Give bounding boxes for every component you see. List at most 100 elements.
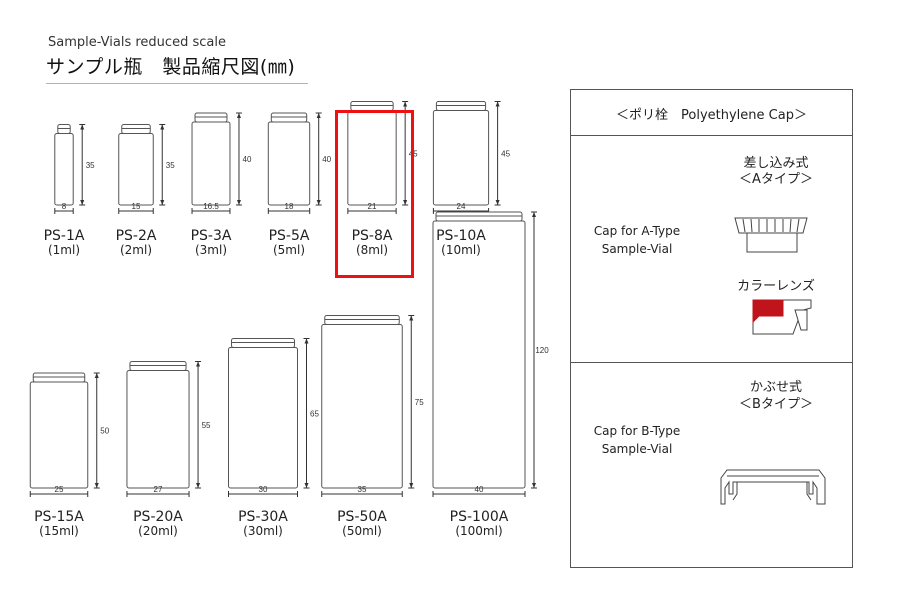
height-arrow-top-ps-1a	[80, 124, 85, 130]
vial-code: PS-100A	[449, 509, 509, 525]
vial-label-ps-10a: PS-10A(10ml)	[411, 229, 511, 257]
vial-capacity: (100ml)	[455, 524, 503, 538]
vial-capacity: (15ml)	[39, 524, 79, 538]
height-arrow-top-ps-30a	[304, 338, 309, 344]
width-value-ps-5a: 18	[285, 202, 294, 211]
width-value-ps-15a: 25	[55, 485, 64, 494]
vial-code: PS-20A	[133, 509, 183, 525]
cap-panel-divider-top	[571, 135, 852, 136]
a-type-label-line1: Cap for A-Type	[593, 224, 681, 238]
vial-capacity: (3ml)	[194, 243, 228, 257]
diagram-title: サンプル瓶 製品縮尺図(㎜)	[46, 56, 296, 78]
height-arrow-bottom-ps-30a	[304, 483, 309, 488]
height-value-ps-2a: 35	[166, 161, 175, 170]
vial-body-ps-100a	[432, 220, 526, 489]
height-arrow-top-ps-100a	[532, 212, 536, 217]
vial-label-ps-100a: PS-100A(100ml)	[429, 510, 529, 538]
vial-body-ps-2a	[118, 133, 154, 206]
width-value-ps-3a: 16.5	[203, 202, 219, 211]
height-arrow-top-ps-20a	[196, 361, 201, 367]
height-arrow-top-ps-50a	[409, 315, 414, 321]
height-arrow-bottom-ps-10a	[495, 200, 500, 205]
b-type-cap-icon	[720, 469, 826, 505]
vial-code: PS-50A	[337, 509, 387, 525]
height-value-ps-5a: 40	[322, 155, 331, 164]
vial-code: PS-3A	[190, 228, 232, 244]
height-value-ps-1a: 35	[86, 161, 95, 170]
height-arrow-bottom-ps-8a	[403, 200, 408, 205]
vial-label-ps-5a: PS-5A(5ml)	[239, 229, 339, 257]
b-type-label-line2: Sample-Vial	[601, 442, 673, 456]
vial-capacity: (5ml)	[272, 243, 306, 257]
height-arrow-bottom-ps-1a	[80, 200, 85, 205]
height-arrow-top-ps-15a	[94, 373, 99, 378]
height-value-ps-20a: 55	[202, 421, 211, 430]
vial-body-ps-50a	[321, 324, 403, 489]
vial-capacity: (1ml)	[47, 243, 81, 257]
cap-panel-title: ＜ポリ栓 Polyethylene Cap＞	[616, 108, 807, 123]
width-value-ps-30a: 30	[259, 485, 268, 494]
height-arrow-bottom-ps-5a	[316, 200, 321, 205]
a-type-name: 差し込み式	[743, 156, 809, 171]
a-type-subtitle: ＜Aタイプ＞	[739, 172, 813, 187]
vial-code: PS-2A	[115, 228, 157, 244]
cap-panel-divider-middle	[571, 362, 852, 363]
b-type-subtitle: ＜Bタイプ＞	[739, 397, 813, 412]
color-lens-icon	[752, 299, 812, 335]
vial-body-ps-5a	[267, 121, 311, 206]
vial-label-ps-30a: PS-30A(30ml)	[213, 510, 313, 538]
highlight-frame-ps-8a	[335, 110, 414, 278]
vial-code: PS-30A	[238, 509, 288, 525]
vial-label-ps-20a: PS-20A(20ml)	[108, 510, 208, 538]
height-arrow-bottom-ps-2a	[160, 200, 165, 205]
vial-code: PS-10A	[436, 228, 486, 244]
height-arrow-bottom-ps-100a	[532, 483, 536, 488]
diagram-subtitle: Sample-Vials reduced scale	[48, 35, 226, 50]
vial-label-ps-50a: PS-50A(50ml)	[312, 510, 412, 538]
height-value-ps-50a: 75	[415, 398, 424, 407]
vial-code: PS-5A	[268, 228, 310, 244]
vial-label-ps-15a: PS-15A(15ml)	[9, 510, 109, 538]
b-type-label-line1: Cap for B-Type	[593, 424, 681, 438]
cap-panel: ＜ポリ栓 Polyethylene Cap＞ 差し込み式 ＜Aタイプ＞ Cap …	[570, 89, 853, 568]
height-value-ps-30a: 65	[310, 409, 319, 418]
vial-capacity: (30ml)	[243, 524, 283, 538]
vial-body-ps-30a	[228, 347, 298, 489]
color-lens-label: カラーレンズ	[737, 279, 815, 294]
height-value-ps-3a: 40	[243, 155, 252, 164]
width-value-ps-2a: 15	[132, 202, 141, 211]
height-arrow-top-ps-3a	[236, 113, 241, 118]
height-arrow-top-ps-10a	[495, 101, 500, 107]
height-arrow-bottom-ps-3a	[236, 200, 241, 205]
vial-label-ps-3a: PS-3A(3ml)	[161, 229, 261, 257]
b-type-name: かぶせ式	[749, 380, 802, 395]
width-value-ps-8a: 21	[368, 202, 377, 211]
height-value-ps-10a: 45	[501, 149, 510, 158]
height-arrow-bottom-ps-20a	[196, 483, 201, 488]
vial-capacity: (10ml)	[441, 243, 481, 257]
width-value-ps-1a: 8	[62, 202, 67, 211]
height-arrow-top-ps-8a	[403, 101, 408, 107]
vial-label-ps-8a: PS-8A(8ml)	[322, 229, 422, 257]
vial-code: PS-8A	[351, 228, 393, 244]
height-arrow-top-ps-5a	[316, 113, 321, 118]
vial-body-ps-3a	[191, 121, 231, 206]
height-value-ps-100a: 120	[535, 346, 549, 355]
vial-body-ps-1a	[54, 133, 74, 206]
title-underline	[46, 83, 308, 84]
vial-capacity: (50ml)	[342, 524, 382, 538]
vial-body-ps-10a	[432, 110, 490, 206]
width-value-ps-100a: 40	[475, 485, 484, 494]
width-value-ps-10a: 24	[457, 202, 466, 211]
a-type-label-line2: Sample-Vial	[601, 242, 673, 256]
cap-illustrations	[720, 217, 826, 505]
vial-body-ps-20a	[126, 370, 190, 489]
height-arrow-bottom-ps-50a	[409, 483, 414, 488]
vial-capacity: (8ml)	[355, 243, 389, 257]
vial-capacity: (2ml)	[119, 243, 153, 257]
vial-label-ps-1a: PS-1A(1ml)	[14, 229, 114, 257]
vial-label-ps-2a: PS-2A(2ml)	[86, 229, 186, 257]
vial-body-ps-15a	[29, 381, 89, 489]
width-value-ps-20a: 27	[154, 485, 163, 494]
